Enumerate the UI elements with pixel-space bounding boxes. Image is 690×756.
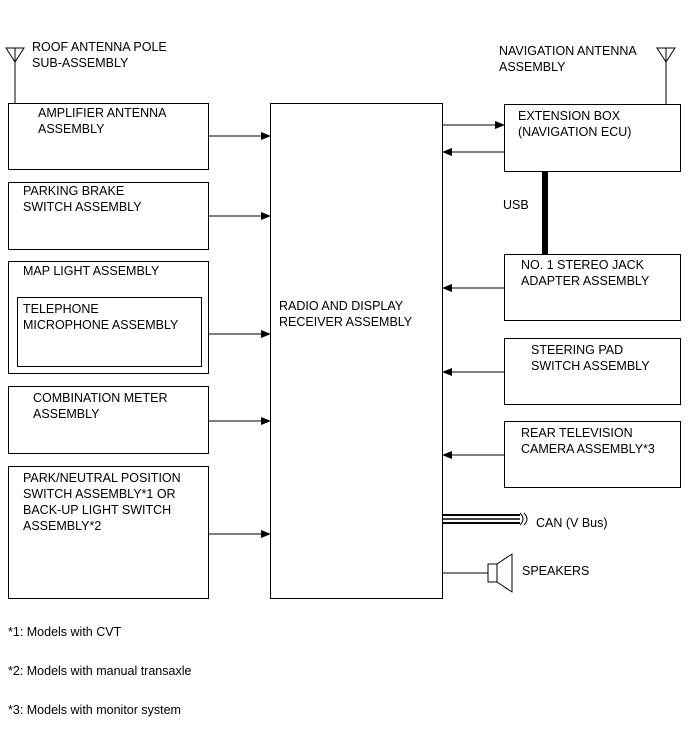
can-bus-lines xyxy=(443,512,528,526)
telephone-microphone-label: TELEPHONE MICROPHONE ASSEMBLY xyxy=(23,302,179,332)
map-light-box: MAP LIGHT ASSEMBLY TELEPHONE MICROPHONE … xyxy=(8,261,209,374)
usb-label: USB xyxy=(503,198,529,212)
extension-box: EXTENSION BOX (NAVIGATION ECU) xyxy=(504,104,681,172)
rear-camera-label: REAR TELEVISION CAMERA ASSEMBLY*3 xyxy=(521,426,655,456)
speakers-label: SPEAKERS xyxy=(522,564,590,578)
parking-brake-label: PARKING BRAKE SWITCH ASSEMBLY xyxy=(23,184,142,214)
can-bus-label: CAN (V Bus) xyxy=(536,516,608,530)
radio-display-receiver-label: RADIO AND DISPLAY RECEIVER ASSEMBLY xyxy=(279,299,413,329)
roof-antenna-icon xyxy=(5,47,25,103)
map-light-label: MAP LIGHT ASSEMBLY xyxy=(23,264,160,278)
usb-cable xyxy=(542,172,548,254)
extension-box-label: EXTENSION BOX (NAVIGATION ECU) xyxy=(518,109,632,139)
rear-camera-box: REAR TELEVISION CAMERA ASSEMBLY*3 xyxy=(504,421,681,488)
speaker-icon xyxy=(487,553,513,593)
park-neutral-box: PARK/NEUTRAL POSITION SWITCH ASSEMBLY*1 … xyxy=(8,466,209,599)
parking-brake-box: PARKING BRAKE SWITCH ASSEMBLY xyxy=(8,182,209,250)
roof-antenna-label: ROOF ANTENNA POLE SUB-ASSEMBLY xyxy=(32,40,167,70)
combination-meter-box: COMBINATION METER ASSEMBLY xyxy=(8,386,209,454)
steering-pad-label: STEERING PAD SWITCH ASSEMBLY xyxy=(531,343,650,373)
navigation-antenna-icon xyxy=(656,47,676,104)
footnote-3: *3: Models with monitor system xyxy=(8,703,181,717)
steering-pad-box: STEERING PAD SWITCH ASSEMBLY xyxy=(504,338,681,405)
footnote-2: *2: Models with manual transaxle xyxy=(8,664,192,678)
radio-display-receiver-box: RADIO AND DISPLAY RECEIVER ASSEMBLY xyxy=(270,103,443,599)
park-neutral-label: PARK/NEUTRAL POSITION SWITCH ASSEMBLY*1 … xyxy=(23,471,181,533)
stereo-jack-label: NO. 1 STEREO JACK ADAPTER ASSEMBLY xyxy=(521,258,650,288)
navigation-antenna-label: NAVIGATION ANTENNA ASSEMBLY xyxy=(499,44,637,74)
amplifier-antenna-box: AMPLIFIER ANTENNA ASSEMBLY xyxy=(8,103,209,170)
footnote-1: *1: Models with CVT xyxy=(8,625,122,639)
telephone-microphone-box: TELEPHONE MICROPHONE ASSEMBLY xyxy=(17,297,202,367)
amplifier-antenna-label: AMPLIFIER ANTENNA ASSEMBLY xyxy=(38,106,167,136)
stereo-jack-box: NO. 1 STEREO JACK ADAPTER ASSEMBLY xyxy=(504,254,681,321)
combination-meter-label: COMBINATION METER ASSEMBLY xyxy=(33,391,168,421)
